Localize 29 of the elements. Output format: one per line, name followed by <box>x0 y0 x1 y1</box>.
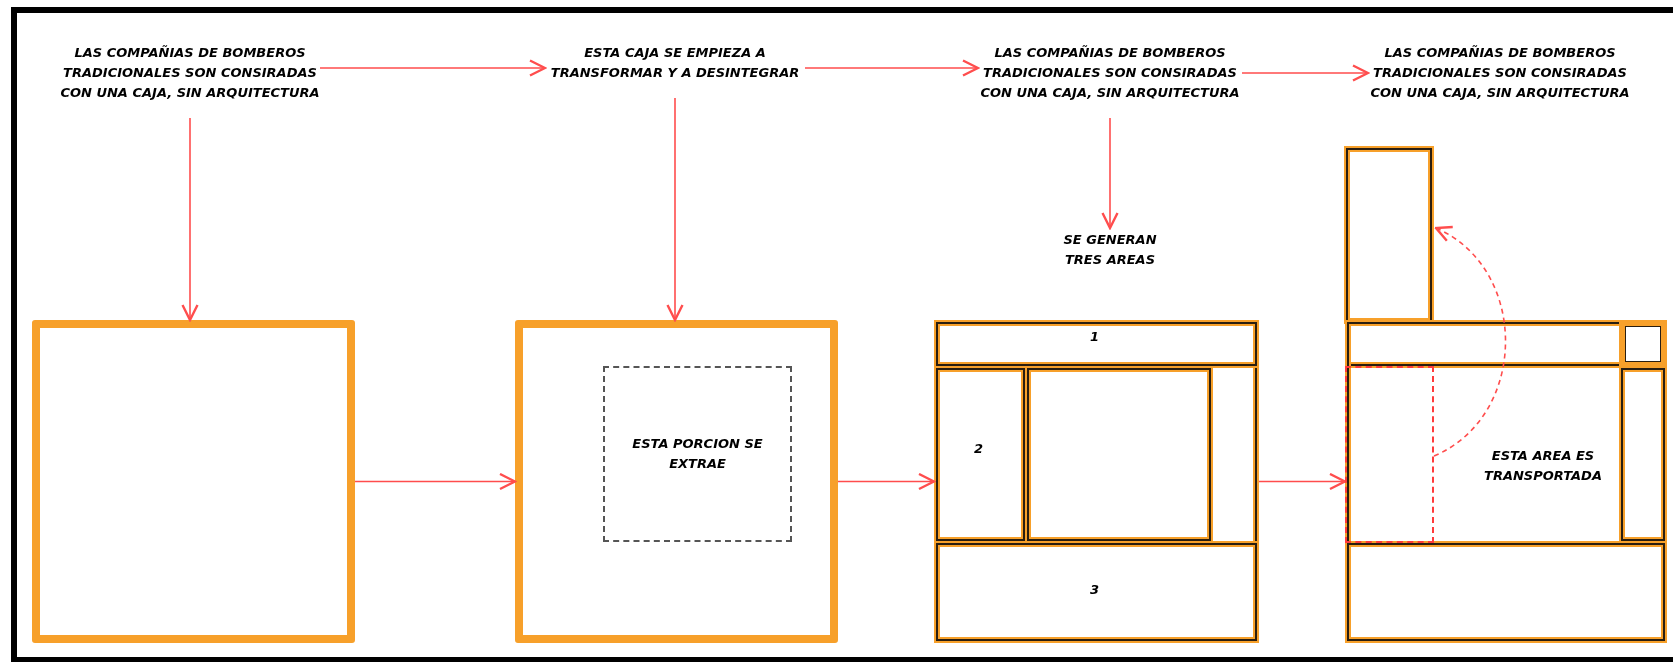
floor-plan-outline <box>934 320 1259 643</box>
square-outline <box>515 320 838 643</box>
area-label: ESTA PORCION SE EXTRAE <box>631 435 764 473</box>
room-outline <box>1025 366 1213 543</box>
note-text: LAS COMPAÑIAS DE BOMBEROS TRADICIONALES SON CONSIRADAS CON UNA CAJA, SIN ARQUITECTURA <box>60 28 320 118</box>
area-label: ESTA AREA ES TRANSPORTADA <box>1483 447 1603 485</box>
curved-dashed-arrow <box>1433 226 1507 457</box>
area-label: 3 <box>1088 581 1100 599</box>
tower-outline <box>1344 146 1434 324</box>
arrow <box>1258 472 1347 491</box>
floor-plan-outline <box>1345 320 1667 643</box>
dashed-area <box>1345 366 1434 543</box>
note-text: LAS COMPAÑIAS DE BOMBEROS TRADICIONALES SON CONSIRADAS CON UNA CAJA, SIN ARQUITECTURA <box>1368 28 1632 118</box>
note-text: LAS COMPAÑIAS DE BOMBEROS TRADICIONALES SON CONSIRADAS CON UNA CAJA, SIN ARQUITECTURA <box>978 28 1242 118</box>
note-text: SE GENERAN TRES AREAS <box>1045 228 1175 272</box>
area-label: 1 <box>1088 328 1100 346</box>
arrow <box>837 472 936 491</box>
arrow <box>354 472 517 491</box>
arrow <box>1241 64 1370 82</box>
area-label: 2 <box>972 440 984 458</box>
arrow <box>181 117 199 322</box>
dashed-box <box>603 366 792 542</box>
arrow <box>319 59 547 77</box>
corner-square <box>1619 320 1667 368</box>
arrow <box>1101 117 1119 230</box>
arrow <box>666 97 684 322</box>
square-outline <box>32 320 355 643</box>
arrow <box>804 59 980 77</box>
note-text: ESTA CAJA SE EMPIEZA A TRANSFORMAR Y A DESINTEGRAR <box>545 28 805 98</box>
